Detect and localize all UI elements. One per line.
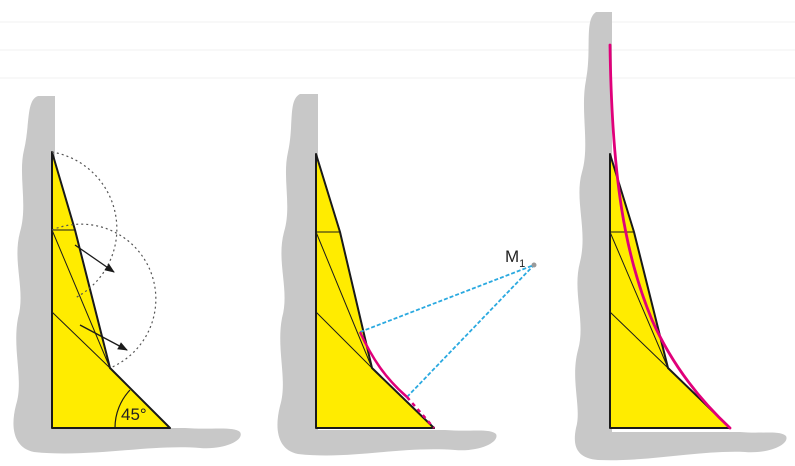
panel-step-3 bbox=[574, 12, 787, 461]
point-label: M1 bbox=[505, 247, 525, 270]
cross-line-2a bbox=[315, 231, 373, 369]
cross-line-1b bbox=[51, 311, 111, 369]
cross-line-3b bbox=[609, 311, 669, 369]
angle-arc bbox=[114, 389, 131, 429]
wall-silhouette-2 bbox=[277, 94, 497, 456]
arrow-2 bbox=[79, 324, 128, 351]
yellow-profile-3 bbox=[609, 153, 731, 429]
panel-step-2: M1 bbox=[277, 94, 537, 456]
cross-line-2b bbox=[315, 311, 373, 369]
wall-silhouette-1 bbox=[13, 96, 241, 454]
arrow-1 bbox=[74, 244, 115, 273]
cross-line-3a bbox=[609, 231, 669, 369]
complete-fillet-curve bbox=[608, 43, 732, 430]
point-label-subscript: 1 bbox=[519, 258, 525, 270]
cross-line-1a bbox=[51, 229, 111, 369]
dotted-arc-upper bbox=[51, 151, 118, 299]
panel-step-1: 45° bbox=[13, 96, 241, 454]
construction-line-upper bbox=[359, 264, 535, 333]
yellow-profile-2 bbox=[315, 153, 435, 429]
partial-fillet-curve bbox=[358, 331, 408, 398]
construction-line-lower bbox=[406, 264, 535, 398]
yellow-profile-1 bbox=[51, 151, 171, 429]
partial-fillet-dashes bbox=[406, 396, 435, 429]
background-gridlines bbox=[0, 21, 795, 79]
angle-label: 45° bbox=[121, 405, 147, 424]
center-point-m1 bbox=[531, 262, 537, 268]
wall-silhouette-3 bbox=[574, 12, 787, 461]
dotted-arc-lower bbox=[51, 223, 157, 369]
point-label-letter: M bbox=[505, 247, 519, 266]
